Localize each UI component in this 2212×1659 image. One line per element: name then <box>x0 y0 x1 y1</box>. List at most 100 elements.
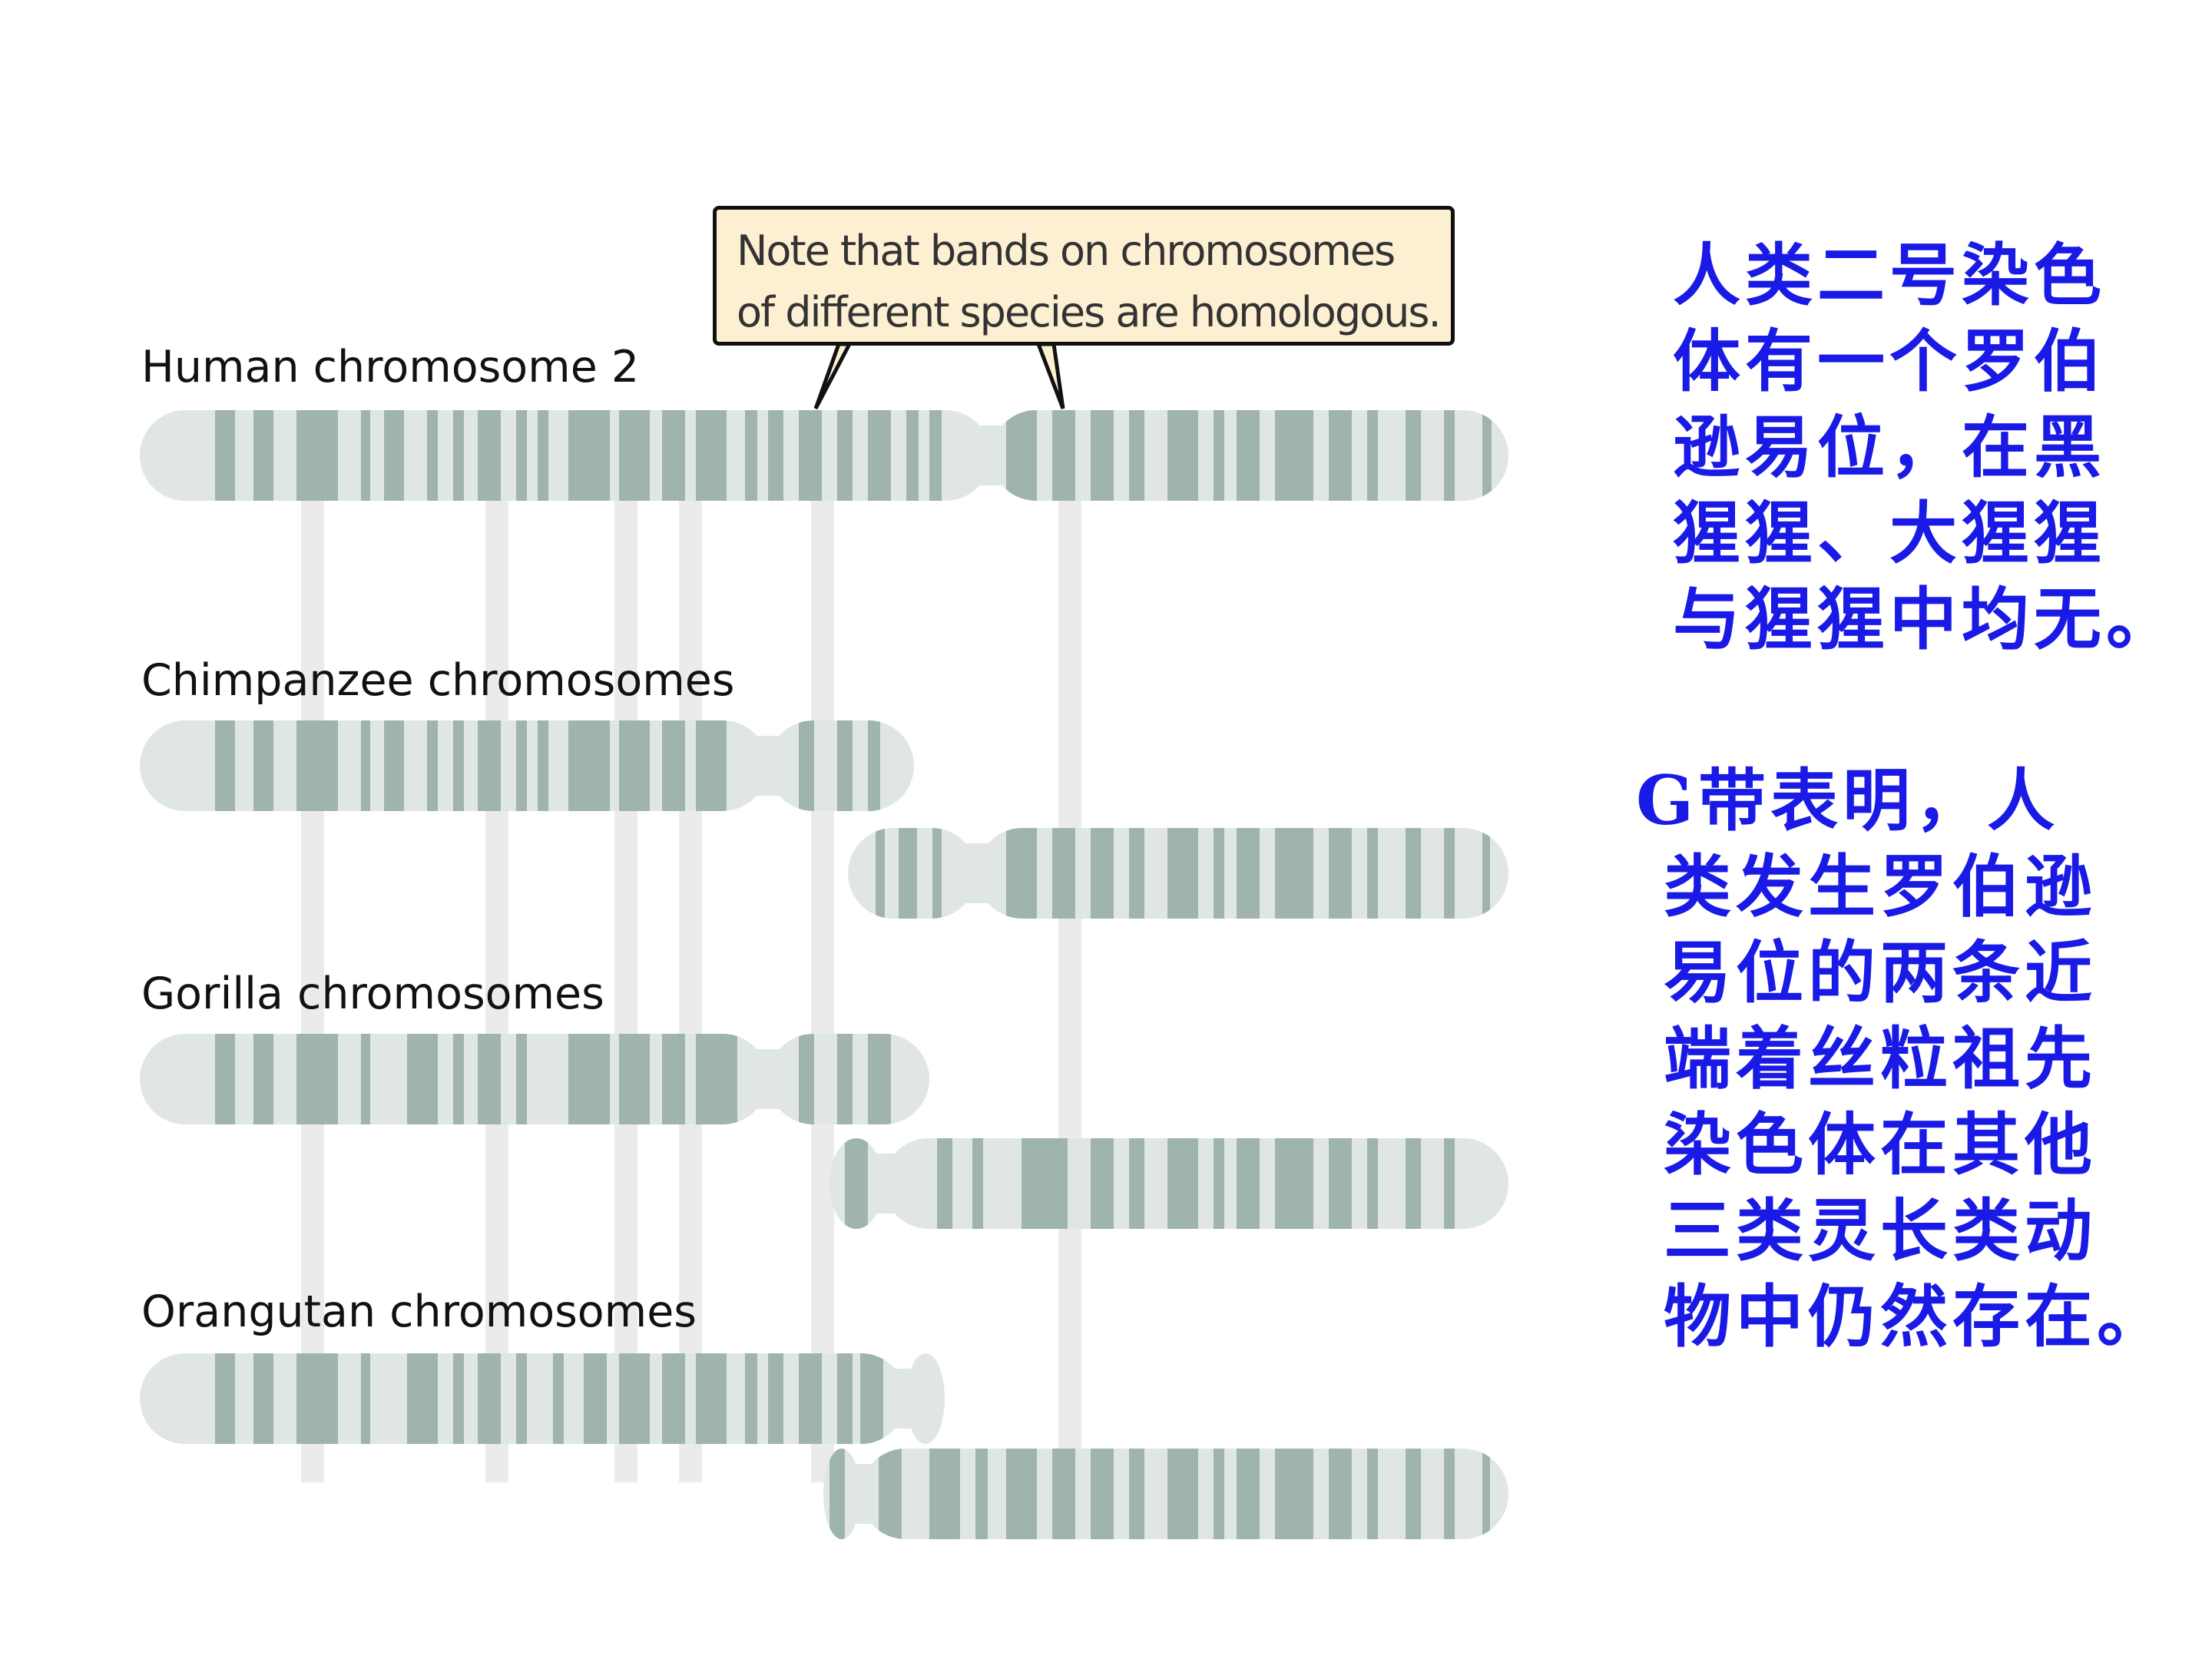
gorilla-chromosome-a-band-11 <box>662 1034 685 1124</box>
orangutan-chromosome-a-band-2 <box>253 1353 273 1444</box>
human-chromosome-2-band-10 <box>538 410 548 501</box>
chimpanzee-chromosome-a <box>140 720 914 811</box>
chimpanzee-chromosome-a-band-12 <box>619 720 650 811</box>
gorilla-chromosome-a-band-13 <box>722 1034 737 1124</box>
gorilla-chromosome-b-band-5 <box>1091 1138 1114 1229</box>
chimpanzee-chromosome-a-band-5 <box>384 720 404 811</box>
human-chromosome-2-band-8 <box>478 410 501 501</box>
human-chromosome-2-band-6 <box>427 410 438 501</box>
orangutan-chromosome-b-band-17 <box>1482 1449 1490 1539</box>
gorilla-chromosome-b-band-8 <box>1214 1138 1224 1229</box>
homology-guide-line-1 <box>301 499 324 1482</box>
homology-guide-line-3 <box>614 499 637 1482</box>
gorilla-chromosome-b-band-6 <box>1129 1138 1144 1229</box>
human-chromosome-2 <box>140 410 1508 501</box>
human-chromosome-2-band-19 <box>868 410 891 501</box>
text-block-2-line-5: 染色体在其他 <box>1664 1104 2098 1184</box>
homology-guide-line-4 <box>679 499 702 1482</box>
human-chromosome-2-band-25 <box>1129 410 1144 501</box>
homology-guide-line-5 <box>811 415 834 1482</box>
orangutan-chromosome-b-band-11 <box>1237 1449 1260 1539</box>
orangutan-chromosome-b-band-13 <box>1329 1449 1352 1539</box>
orangutan-chromosome-a-band-13 <box>696 1353 727 1444</box>
orangutan-chromosome-a-band-16 <box>799 1353 822 1444</box>
orangutan-chromosome-a-band-8 <box>516 1353 527 1444</box>
text-block-2-line-4: 端着丝粒祖先 <box>1664 1018 2098 1098</box>
orangutan-chromosome-a-band-10 <box>584 1353 607 1444</box>
human-chromosome-2-band-29 <box>1275 410 1313 501</box>
chimpanzee-chromosome-b-band-7 <box>1129 828 1144 919</box>
homology-guide-line-2 <box>485 499 508 1482</box>
orangutan-chromosome-b-band-16 <box>1444 1449 1455 1539</box>
chimpanzee-chromosome-a-band-7 <box>453 720 464 811</box>
chimpanzee-chromosome-b-band-10 <box>1237 828 1260 919</box>
orangutan-chromosome-b-band-4 <box>975 1449 988 1539</box>
orangutan-chromosome-a-band-7 <box>478 1353 501 1444</box>
chimpanzee-chromosome-b-band-6 <box>1091 828 1114 919</box>
human-chromosome-2-band-15 <box>745 410 757 501</box>
gorilla-chromosome-b-band-3 <box>972 1138 983 1229</box>
gorilla-chromosome-a-body <box>140 1034 929 1124</box>
gorilla-chromosome-b-band-12 <box>1367 1138 1378 1229</box>
chimpanzee-chromosome-a-band-11 <box>568 720 610 811</box>
text-block-1-line-1: 人类二号染色 <box>1673 235 2107 315</box>
chimpanzee-chromosome-a-band-9 <box>516 720 527 811</box>
chimpanzee-chromosome-b-band-8 <box>1167 828 1198 919</box>
chimpanzee-chromosome-a-band-2 <box>253 720 273 811</box>
label-human-chromosome: Human chromosome 2 <box>141 342 640 392</box>
orangutan-chromosome-b-band-6 <box>1052 1449 1075 1539</box>
human-chromosome-2-band-33 <box>1444 410 1455 501</box>
orangutan-chromosome-b-band-8 <box>1129 1449 1144 1539</box>
human-chromosome-2-band-20 <box>906 410 919 501</box>
chimpanzee-chromosome-b-band-2 <box>899 828 917 919</box>
gorilla-chromosome-b-band-7 <box>1167 1138 1198 1229</box>
callout-pointer-right <box>1035 342 1065 409</box>
chimpanzee-chromosome-a-band-17 <box>868 720 880 811</box>
chimpanzee-chromosome-a-band-1 <box>215 720 235 811</box>
chimpanzee-chromosome-b-band-15 <box>1444 828 1455 919</box>
orangutan-chromosome-b-band-12 <box>1275 1449 1313 1539</box>
gorilla-chromosome-a-band-2 <box>253 1034 273 1124</box>
text-block-robertsonian: 人类二号染色 体有一个罗伯 逊易位，在黑 猩猩、大猩猩 与猩猩中均无。 <box>1673 232 2178 662</box>
orangutan-chromosome-a-band-18 <box>860 1353 883 1444</box>
human-chromosome-2-band-13 <box>662 410 685 501</box>
orangutan-chromosome-a-band-1 <box>215 1353 235 1444</box>
text-block-2-line-1: G带表明，人 <box>1636 760 2060 840</box>
human-chromosome-2-band-16 <box>768 410 783 501</box>
homology-guide-line-6 <box>1058 415 1081 1482</box>
gorilla-chromosome-b <box>830 1138 1508 1229</box>
human-chromosome-2-band-9 <box>516 410 527 501</box>
homology-callout: Note that bands on chromosomes of differ… <box>713 206 1455 346</box>
orangutan-chromosome-a-band-3 <box>296 1353 338 1444</box>
chimpanzee-chromosome-b-band-9 <box>1214 828 1224 919</box>
gorilla-chromosome-a-band-3 <box>296 1034 338 1124</box>
human-chromosome-2-band-12 <box>619 410 650 501</box>
chimpanzee-chromosome-b-band-1 <box>876 828 885 919</box>
gorilla-chromosome-b-body <box>830 1138 1508 1229</box>
chimpanzee-chromosome-a-band-10 <box>538 720 548 811</box>
orangutan-chromosome-b-band-2 <box>879 1449 902 1539</box>
human-chromosome-2-band-28 <box>1237 410 1260 501</box>
gorilla-chromosome-a <box>140 1034 929 1124</box>
human-chromosome-2-band-11 <box>568 410 610 501</box>
gorilla-chromosome-b-band-14 <box>1444 1138 1455 1229</box>
chimpanzee-chromosome-a-band-4 <box>361 720 370 811</box>
orangutan-chromosome-a-body <box>140 1353 945 1444</box>
orangutan-chromosome-a-band-5 <box>407 1353 438 1444</box>
human-chromosome-2-band-30 <box>1329 410 1352 501</box>
orangutan-chromosome-b-body <box>823 1449 1508 1539</box>
chimpanzee-chromosome-b-band-14 <box>1406 828 1421 919</box>
gorilla-chromosome-a-band-4 <box>361 1034 370 1124</box>
gorilla-chromosome-b-band-2 <box>937 1138 952 1229</box>
text-block-1-line-4: 猩猩、大猩猩 <box>1673 493 2107 573</box>
chimpanzee-chromosome-b-band-3 <box>932 828 942 919</box>
gorilla-chromosome-b-band-9 <box>1237 1138 1260 1229</box>
gorilla-chromosome-a-band-15 <box>837 1034 853 1124</box>
text-block-g-band: G带表明，人 类发生罗伯逊 易位的两条近 端着丝粒祖先 染色体在其他 三类灵长类… <box>1636 757 2169 1359</box>
orangutan-chromosome-b-band-7 <box>1091 1449 1114 1539</box>
human-chromosome-2-band-31 <box>1367 410 1378 501</box>
human-chromosome-2-band-7 <box>453 410 464 501</box>
orangutan-chromosome-b-band-3 <box>929 1449 960 1539</box>
